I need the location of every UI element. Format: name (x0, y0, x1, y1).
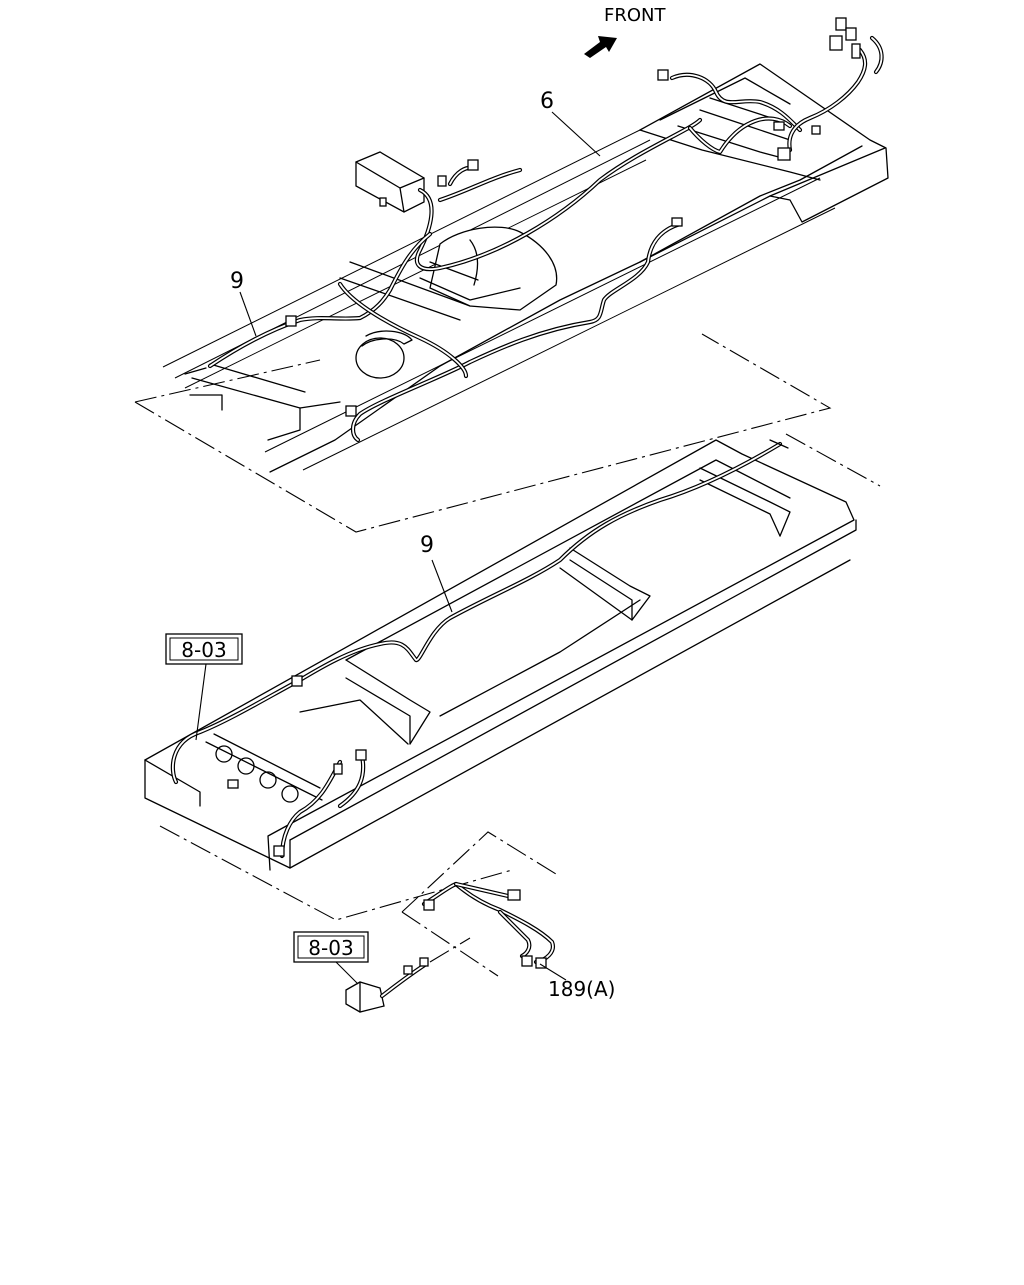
front-frame-assembly (134, 17, 889, 533)
ref-rear-frame-label: 8-03 (181, 638, 226, 662)
callout-wiring-front: 6 (540, 89, 554, 114)
callout-wiring-side-lower: 9 (420, 533, 434, 558)
ref-box-rear-frame[interactable]: 8-03 (165, 633, 243, 665)
front-arrow-icon (584, 36, 617, 58)
callout-wiring-side-upper: 9 (230, 269, 244, 294)
ref-box-lamp[interactable]: 8-03 (293, 931, 369, 963)
rear-harness-detail (345, 831, 557, 1013)
callout-harness-rear: 189(A) (548, 977, 615, 1001)
ref-lamp-label: 8-03 (308, 936, 353, 960)
front-label: FRONT (604, 5, 666, 26)
rear-frame-assembly (144, 433, 881, 921)
